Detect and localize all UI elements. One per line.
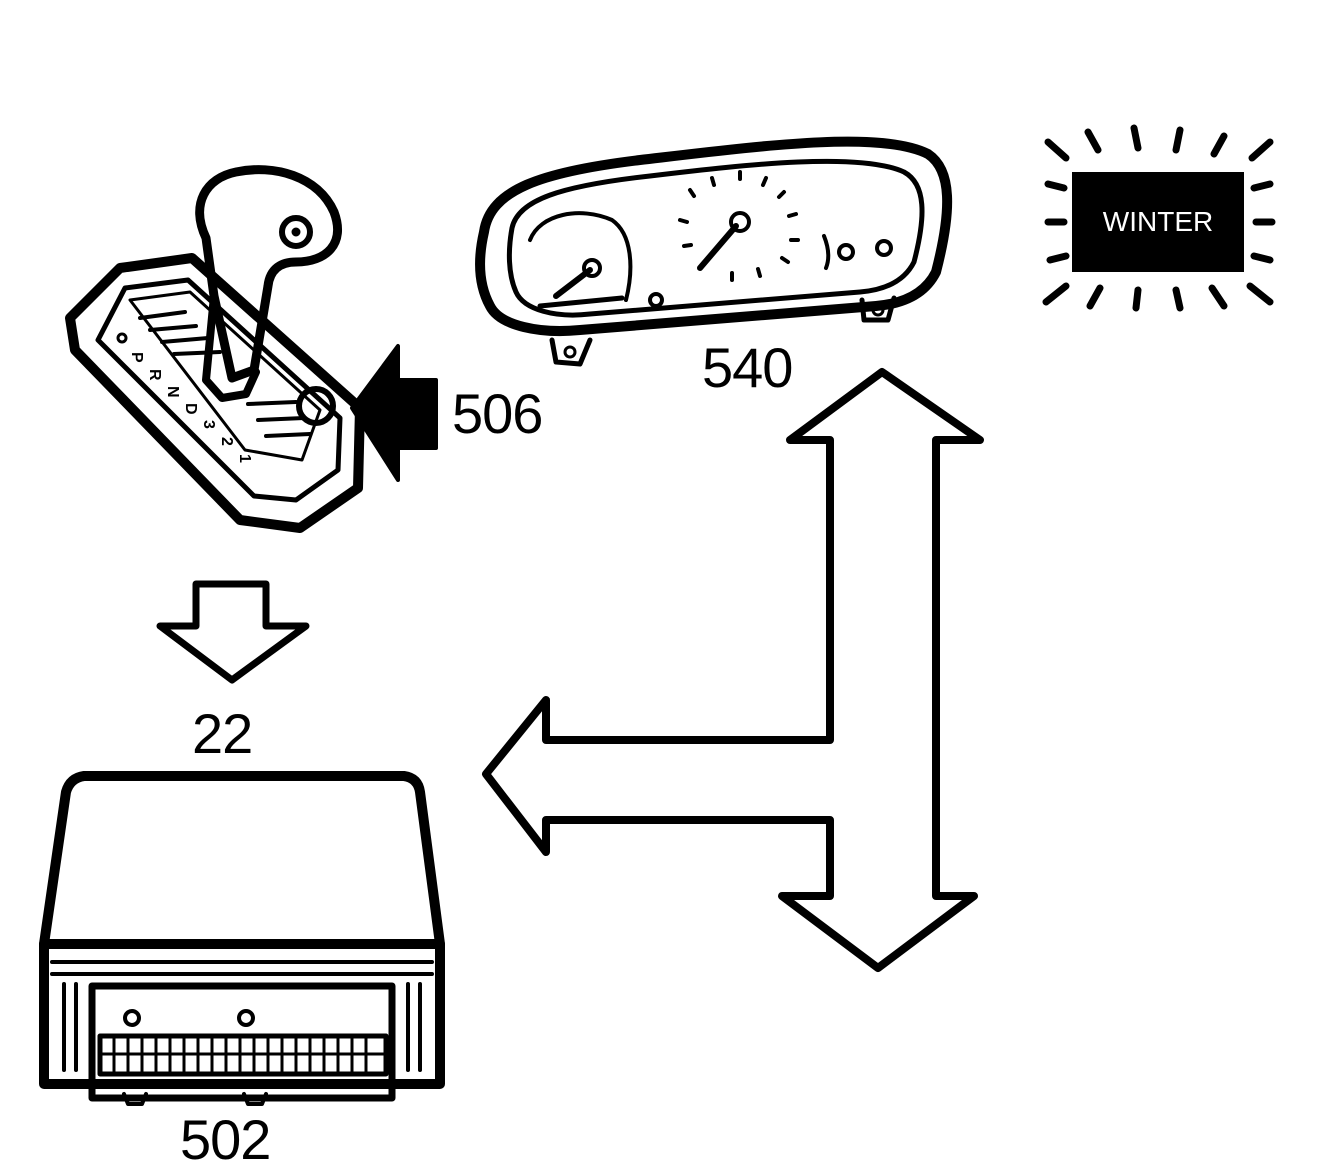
down-arrow [156, 580, 310, 684]
shifter-gate-letter: D [182, 403, 199, 415]
instrument-cluster-illustration [475, 136, 953, 367]
gear-shifter-illustration [65, 165, 438, 533]
shifter-gate-letter: 3 [200, 420, 217, 429]
shifter-gate-letter: R [146, 369, 163, 381]
winter-indicator-text: WINTER [1102, 206, 1214, 237]
bidirectional-t-arrow [482, 368, 984, 972]
ecu-box-illustration [39, 771, 445, 1106]
shifter-gate-letter: 1 [236, 454, 253, 463]
shifter-gate-letter: P [128, 352, 145, 363]
reference-label-arrow: 22 [192, 702, 253, 765]
shifter-gate-letter: N [164, 386, 181, 398]
reference-label-cluster: 540 [702, 336, 793, 399]
indicator-light-rays [1042, 124, 1276, 312]
shifter-gate-letter: 2 [218, 437, 235, 446]
reference-label-ecu: 502 [180, 1108, 271, 1171]
reference-label-shifter: 506 [452, 382, 543, 445]
winter-indicator: WINTER [1072, 172, 1244, 272]
